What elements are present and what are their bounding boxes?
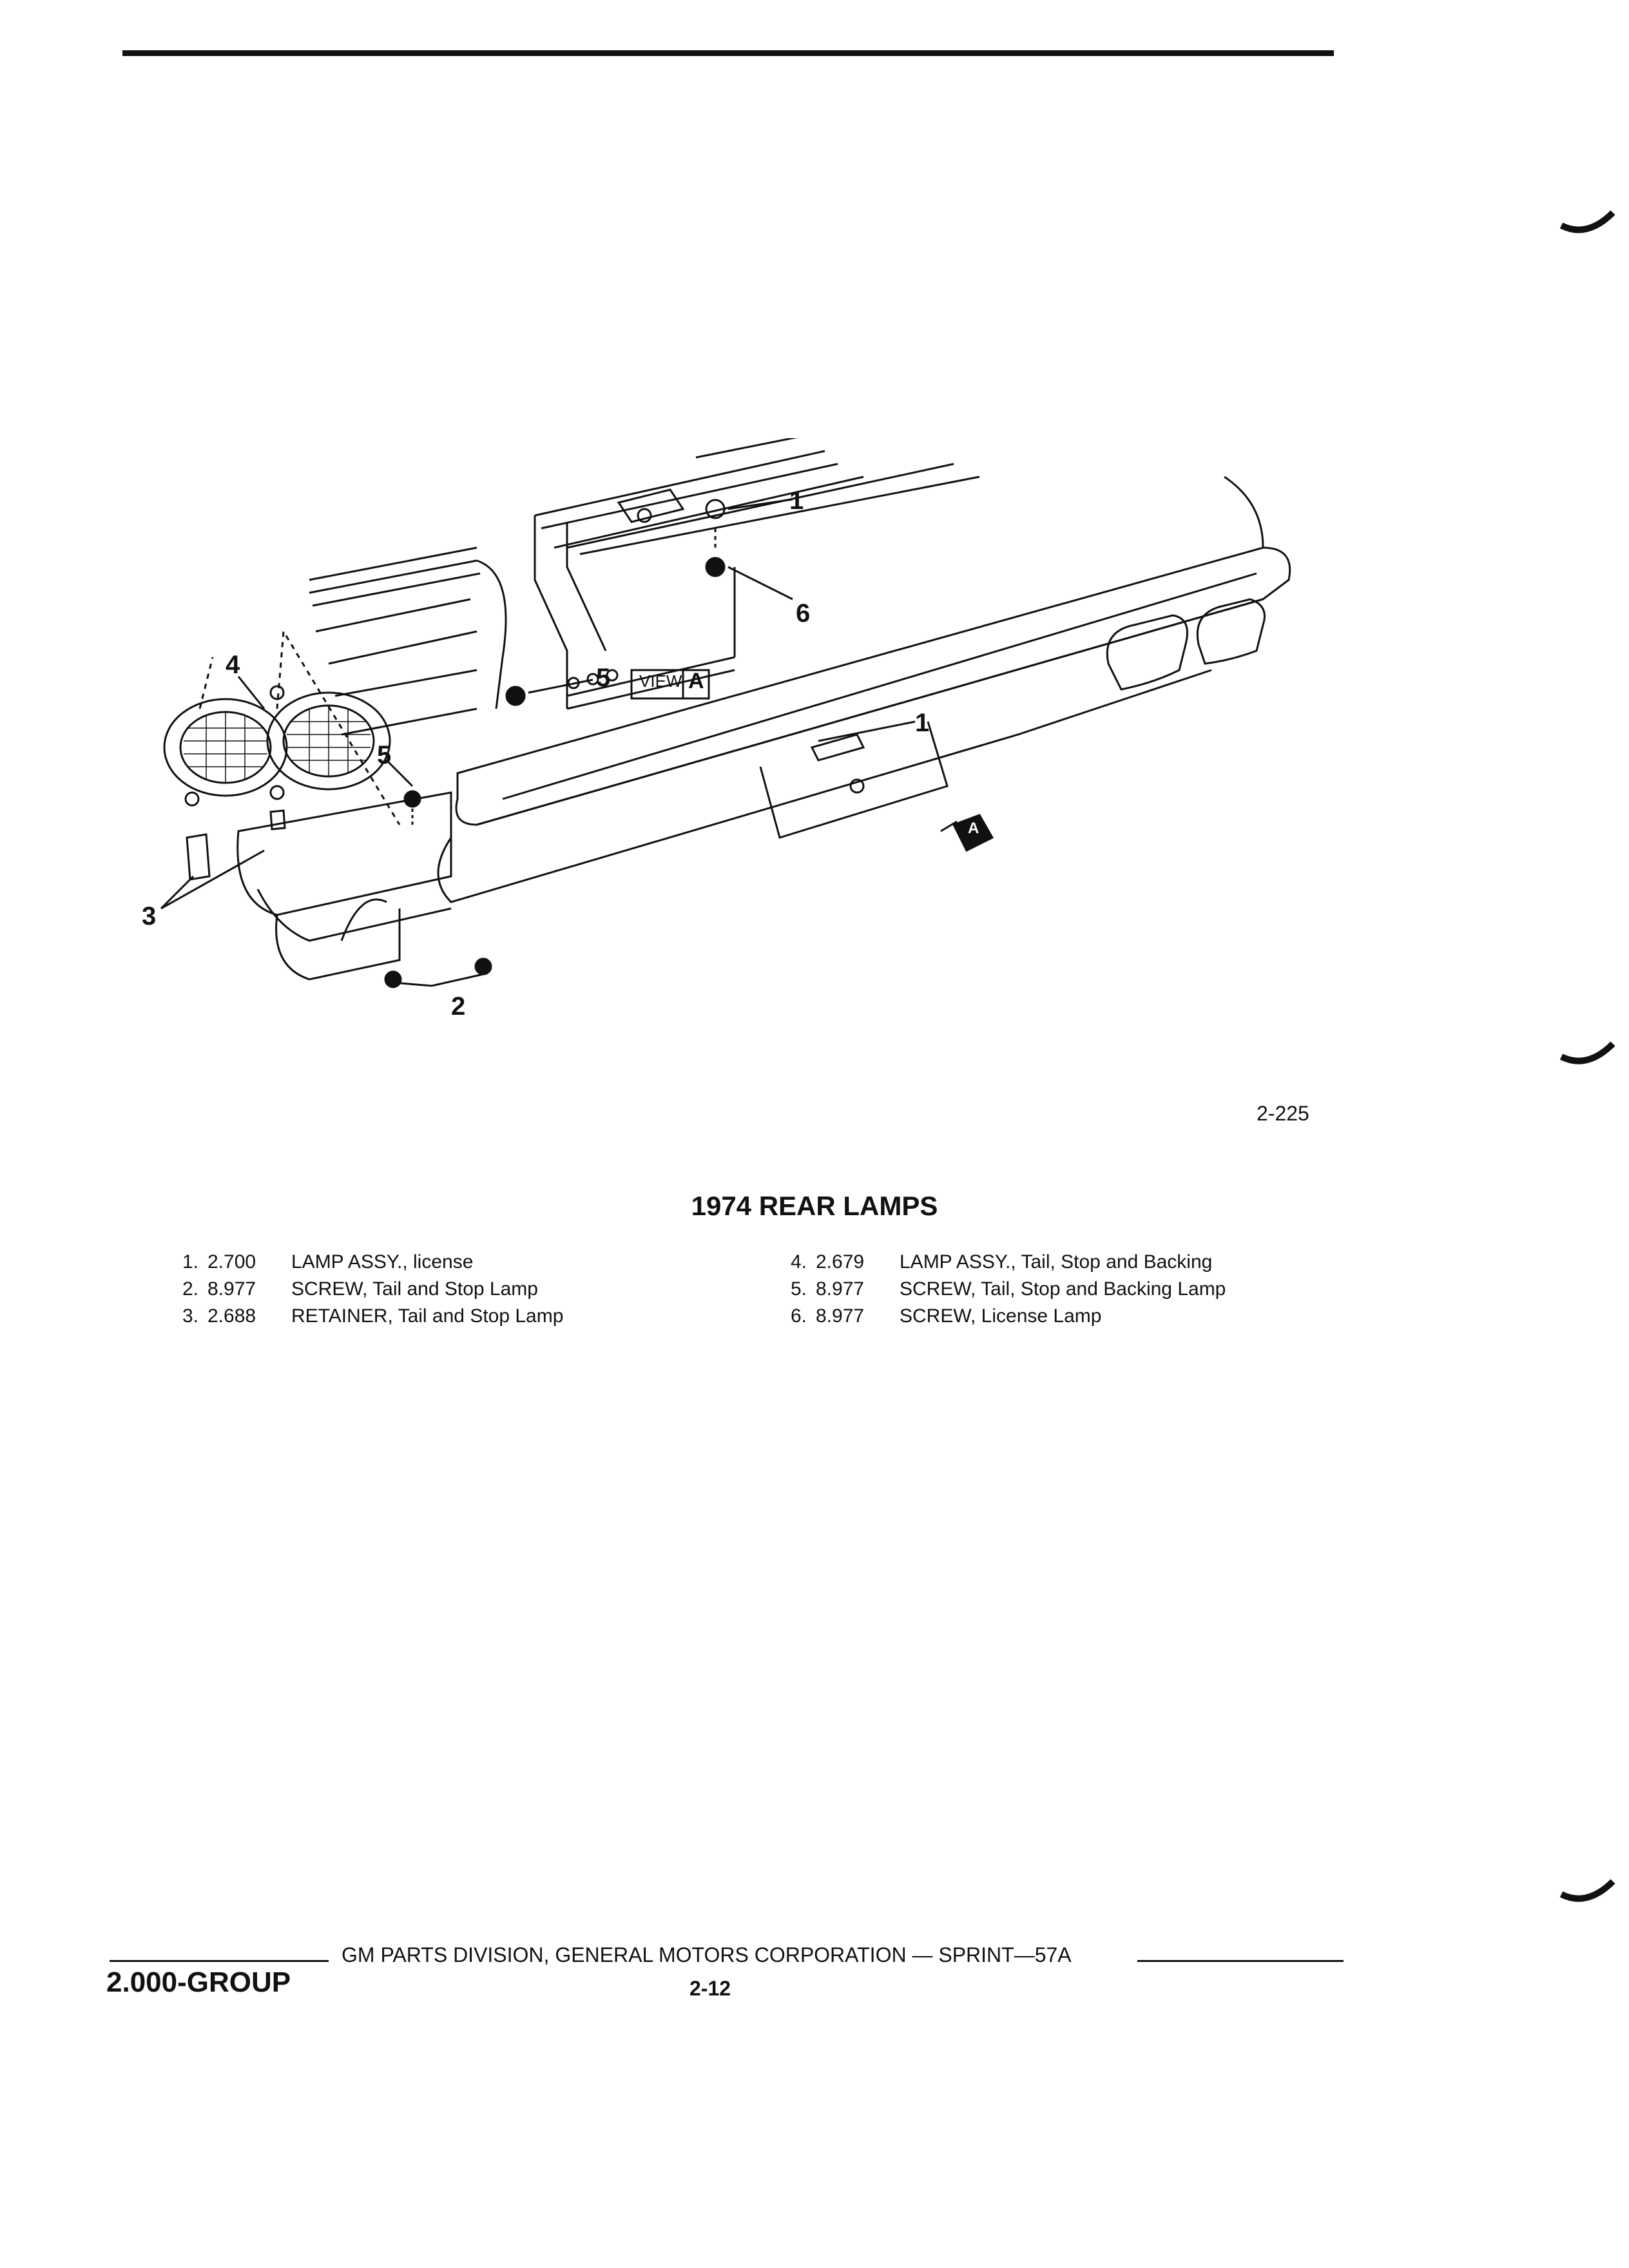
group-label: 2.000-GROUP [106,1966,291,1998]
item-description: SCREW, Tail and Stop Lamp [291,1278,538,1300]
binding-mark-icon [1559,1041,1615,1064]
callout-6: 6 [796,599,811,628]
item-code: 8.977 [816,1278,865,1300]
item-number: 2. [182,1278,198,1300]
item-code: 2.688 [207,1305,256,1327]
footer-rule-left [110,1960,329,1962]
list-item: 2. 8.977 SCREW, Tail and Stop Lamp [162,1276,563,1303]
callout-5-left: 5 [377,741,392,769]
item-description: RETAINER, Tail and Stop Lamp [291,1305,564,1327]
list-item: 5. 8.977 SCREW, Tail, Stop and Backing L… [771,1276,1226,1303]
arrow-letter: A [968,820,979,837]
parts-list-right: 4. 2.679 LAMP ASSY., Tail, Stop and Back… [771,1249,1226,1330]
callout-4: 4 [226,651,240,679]
figure-number: 2-225 [1257,1102,1309,1125]
item-description: LAMP ASSY., Tail, Stop and Backing [900,1251,1213,1273]
callout-1: 1 [789,486,804,515]
footer-rule-right [1137,1960,1344,1962]
footer-text: GM PARTS DIVISION, GENERAL MOTORS CORPOR… [342,1943,1072,1966]
callout-5: 5 [596,664,611,692]
item-code: 8.977 [207,1278,256,1300]
exploded-diagram: 1 6 5 1 4 5 3 2 VIEW A A [116,430,1340,1160]
item-description: SCREW, Tail, Stop and Backing Lamp [900,1278,1226,1300]
callout-2: 2 [451,992,466,1021]
item-description: LAMP ASSY., license [291,1251,474,1273]
item-number: 4. [790,1251,807,1273]
item-code: 8.977 [816,1305,865,1327]
parts-list-left: 1. 2.700 LAMP ASSY., license 2. 8.977 SC… [162,1249,563,1330]
list-item: 6. 8.977 SCREW, License Lamp [771,1303,1226,1330]
callout-3: 3 [142,902,157,930]
binding-mark-icon [1559,210,1615,233]
item-number: 6. [790,1305,807,1327]
list-item: 1. 2.700 LAMP ASSY., license [162,1249,563,1276]
item-number: 1. [182,1251,198,1273]
page-title: 1974 REAR LAMPS [691,1191,938,1221]
item-code: 2.679 [816,1251,865,1273]
rear-lamps-illustration [160,430,1291,988]
item-number: 5. [790,1278,807,1300]
callout-1-lower: 1 [915,709,930,737]
top-rule [122,50,1334,56]
item-description: SCREW, License Lamp [900,1305,1102,1327]
item-number: 3. [182,1305,198,1327]
list-item: 3. 2.688 RETAINER, Tail and Stop Lamp [162,1303,563,1330]
binding-mark-icon [1559,1879,1615,1902]
view-label: VIEW [639,671,682,691]
list-item: 4. 2.679 LAMP ASSY., Tail, Stop and Back… [771,1249,1226,1276]
view-letter: A [688,669,704,693]
item-code: 2.700 [207,1251,256,1273]
page-number: 2-12 [689,1977,731,2000]
